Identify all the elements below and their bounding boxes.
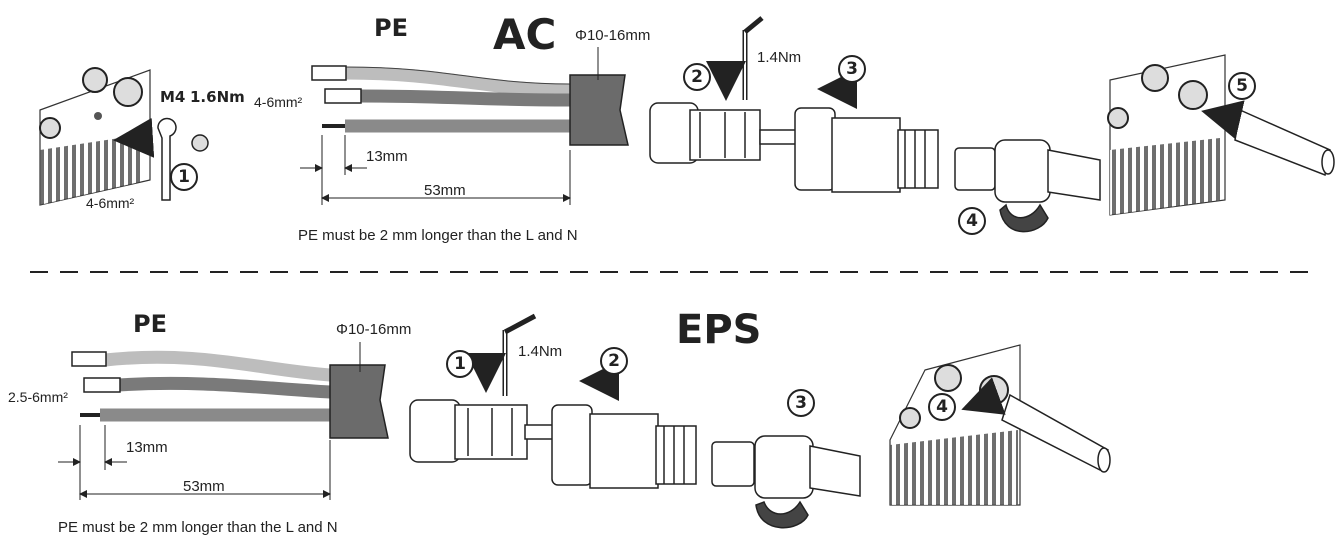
eps-strip-length: 13mm: [126, 439, 168, 456]
ac-dimension-lines: [300, 47, 599, 205]
eps-note: PE must be 2 mm longer than the L and N: [58, 519, 338, 536]
ac-inverter-socket: [1107, 54, 1335, 216]
eps-step-4: 4: [928, 393, 956, 421]
eps-screw-torque: 1.4Nm: [518, 343, 563, 360]
eps-cable-wires: [71, 350, 389, 439]
ac-title: AC: [493, 10, 557, 59]
ac-ground-bolt: M4: [160, 88, 186, 106]
eps-inverter-socket: [889, 344, 1111, 506]
eps-total-length: 53mm: [183, 478, 225, 495]
ac-connector-assembly: [649, 16, 1101, 233]
ac-cable-wires: [311, 65, 629, 146]
ac-step-4: 4: [958, 207, 986, 235]
eps-step-2: 2: [600, 347, 628, 375]
ac-step-5: 5: [1228, 72, 1256, 100]
ac-cable-diameter: Φ10-16mm: [575, 27, 651, 44]
ac-note: PE must be 2 mm longer than the L and N: [298, 227, 578, 244]
ac-step-1: 1: [170, 163, 198, 191]
ac-strip-length: 13mm: [366, 148, 408, 165]
ac-ground-terminal: [39, 67, 209, 206]
ac-step-2: 2: [683, 63, 711, 91]
eps-wire-section: 2.5-6mm²: [8, 389, 68, 405]
ac-pe-label: PE: [374, 14, 408, 42]
ac-ground-torque: 1.6Nm: [190, 88, 245, 106]
ac-ground-wire-section: 4-6mm²: [86, 195, 135, 211]
eps-pe-label: PE: [133, 310, 167, 338]
ac-screw-torque: 1.4Nm: [757, 49, 802, 66]
eps-step-3: 3: [787, 389, 815, 417]
ac-wire-section: 4-6mm²: [254, 94, 303, 110]
eps-title: EPS: [676, 307, 762, 353]
eps-dimension-lines: [58, 342, 361, 500]
ac-total-length: 53mm: [424, 182, 466, 199]
eps-step-1: 1: [446, 350, 474, 378]
eps-connector-assembly: [409, 313, 861, 529]
ac-step-3: 3: [838, 55, 866, 83]
eps-cable-diameter: Φ10-16mm: [336, 321, 412, 338]
